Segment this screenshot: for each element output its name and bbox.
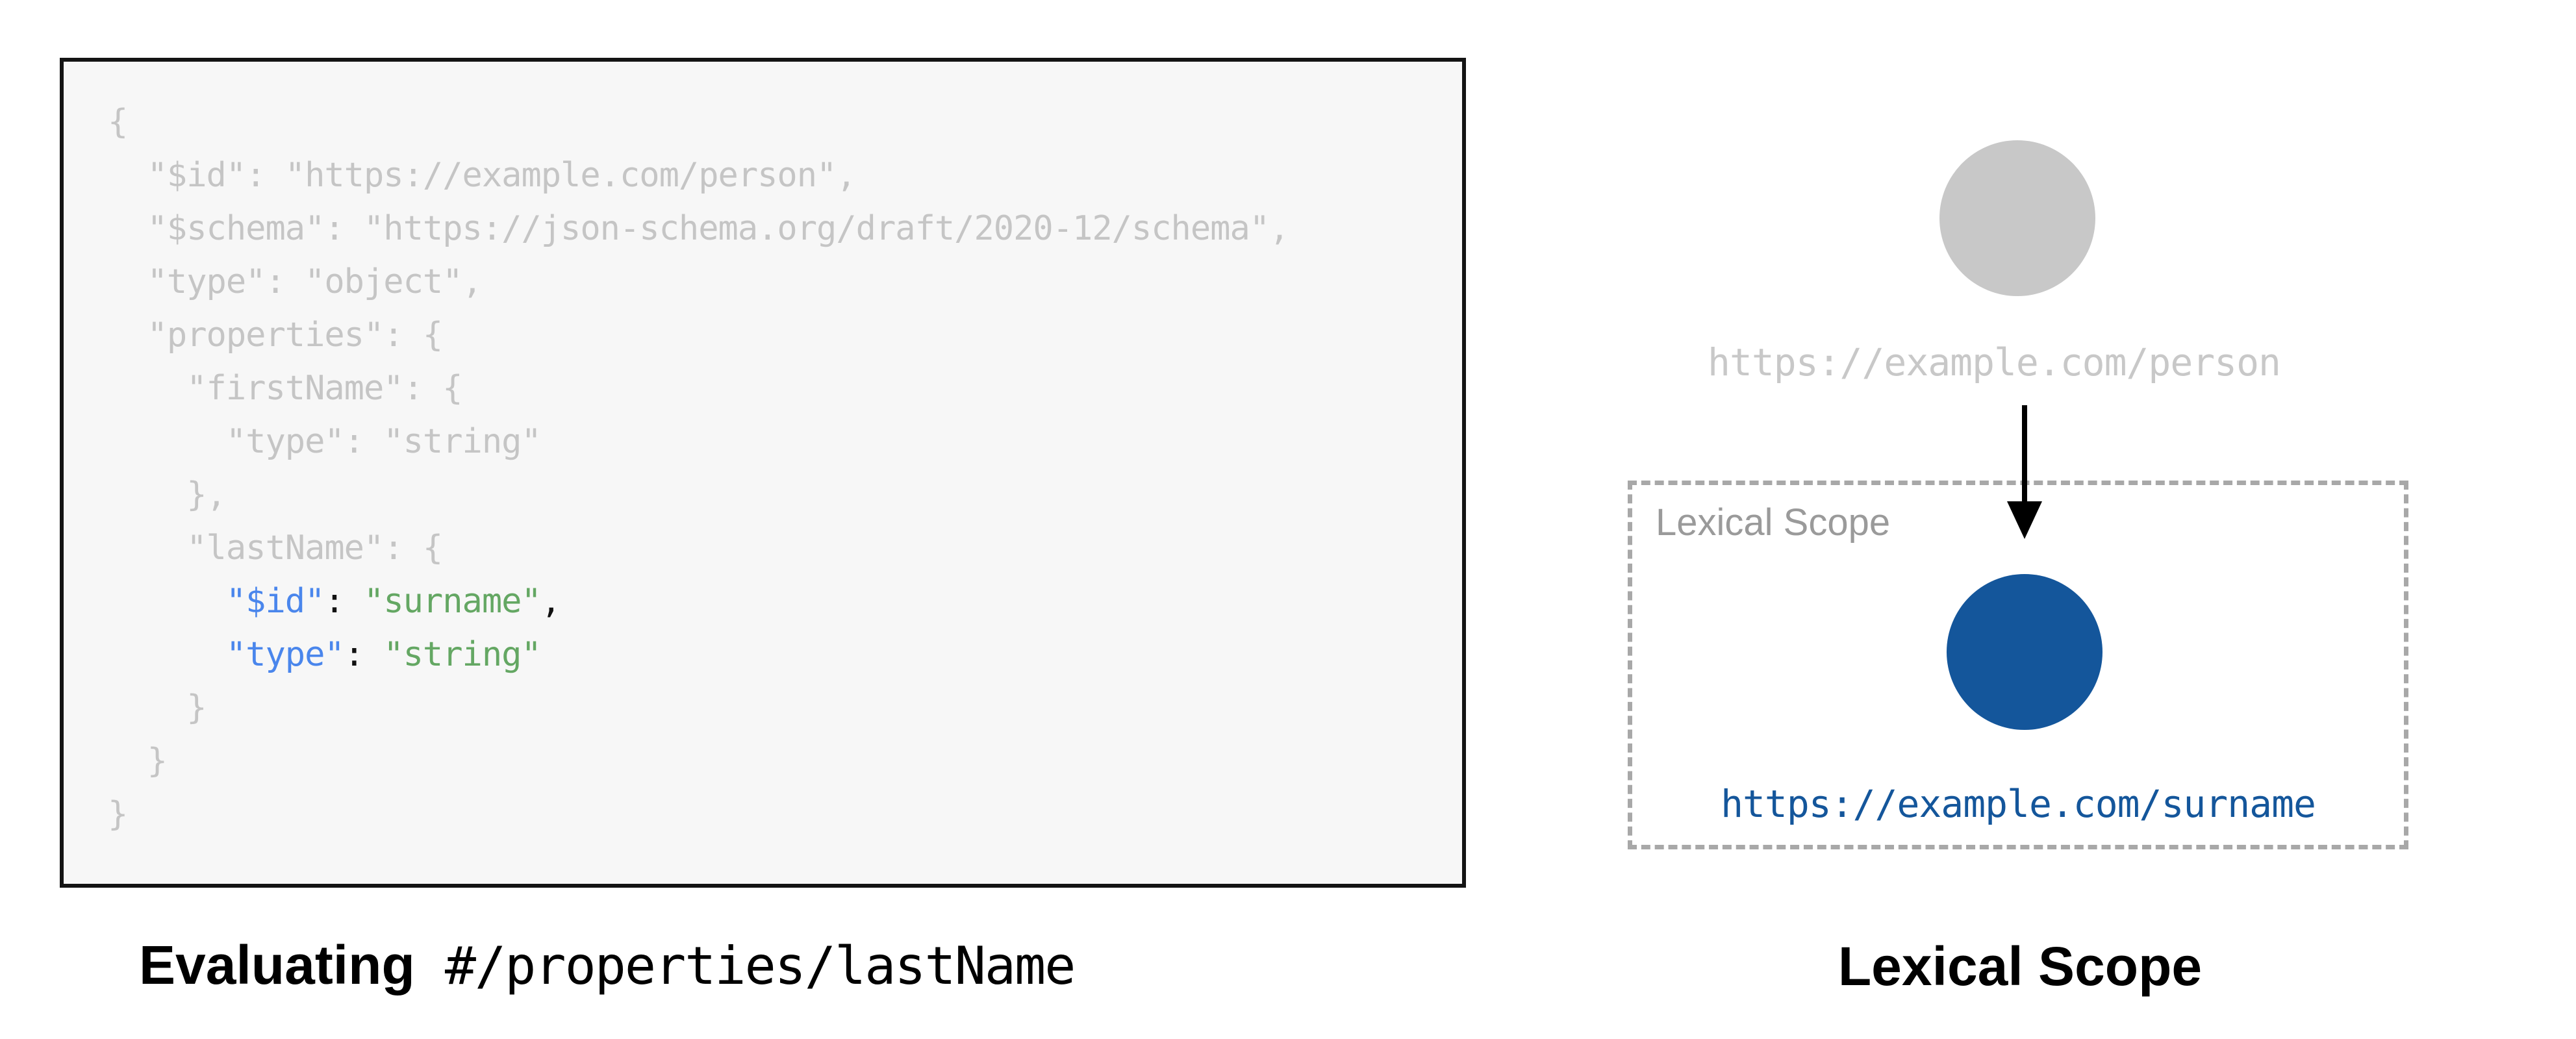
code-token: "$id": "https://example.com/person", bbox=[108, 156, 857, 195]
code-line: }, bbox=[108, 468, 1462, 521]
code-line: } bbox=[108, 788, 1462, 841]
left-caption-bold: Evaluating bbox=[139, 934, 415, 995]
json-schema-code-panel: { "$id": "https://example.com/person", "… bbox=[60, 58, 1466, 888]
code-line: "properties": { bbox=[108, 308, 1462, 362]
code-token: , bbox=[540, 582, 561, 621]
code-token: : bbox=[324, 582, 364, 621]
code-token: "string" bbox=[383, 635, 541, 674]
left-caption-pointer: #/properties/lastName bbox=[414, 936, 1076, 996]
code-line: "lastName": { bbox=[108, 521, 1462, 575]
code-token: "$id" bbox=[225, 582, 325, 621]
code-token: "surname" bbox=[364, 582, 542, 621]
code-token: } bbox=[108, 688, 207, 727]
code-line: "type": "object", bbox=[108, 255, 1462, 308]
code-token: "type": "string" bbox=[108, 422, 542, 461]
lexical-scope-box: Lexical Scope bbox=[1628, 481, 2408, 849]
code-token: : bbox=[344, 635, 384, 674]
code-line: "firstName": { bbox=[108, 362, 1462, 415]
person-node-label: https://example.com/person bbox=[1708, 340, 2281, 384]
surname-schema-node bbox=[1947, 574, 2102, 730]
left-caption: Evaluating #/properties/lastName bbox=[139, 934, 1076, 997]
surname-node-label: https://example.com/surname bbox=[1721, 782, 2316, 826]
lexical-scope-box-label: Lexical Scope bbox=[1656, 501, 1891, 544]
code-token: "properties": { bbox=[108, 316, 444, 355]
code-token: "firstName": { bbox=[108, 369, 462, 408]
code-token: "$schema": "https://json-schema.org/draf… bbox=[108, 209, 1290, 248]
code-token: "lastName": { bbox=[108, 529, 443, 568]
code-line: { bbox=[108, 95, 1462, 149]
code-token: }, bbox=[108, 475, 227, 514]
code-token: { bbox=[108, 103, 128, 142]
code-token bbox=[108, 582, 226, 621]
person-schema-node bbox=[1939, 140, 2095, 296]
code-token: } bbox=[108, 742, 168, 781]
arrow-down-icon bbox=[2007, 405, 2042, 539]
code-line: "$id": "surname", bbox=[108, 575, 1462, 628]
code-token: "type": "object", bbox=[108, 262, 483, 301]
code-line: "type": "string" bbox=[108, 628, 1462, 681]
code-line: "type": "string" bbox=[108, 415, 1462, 468]
code-token: } bbox=[108, 795, 128, 834]
code-line: } bbox=[108, 734, 1462, 788]
code-line: } bbox=[108, 681, 1462, 734]
right-caption: Lexical Scope bbox=[1837, 936, 2203, 997]
code-line: "$schema": "https://json-schema.org/draf… bbox=[108, 202, 1462, 255]
code-lines: { "$id": "https://example.com/person", "… bbox=[108, 95, 1462, 841]
code-token: "type" bbox=[225, 635, 345, 674]
code-line: "$id": "https://example.com/person", bbox=[108, 149, 1462, 202]
code-token bbox=[108, 635, 226, 674]
